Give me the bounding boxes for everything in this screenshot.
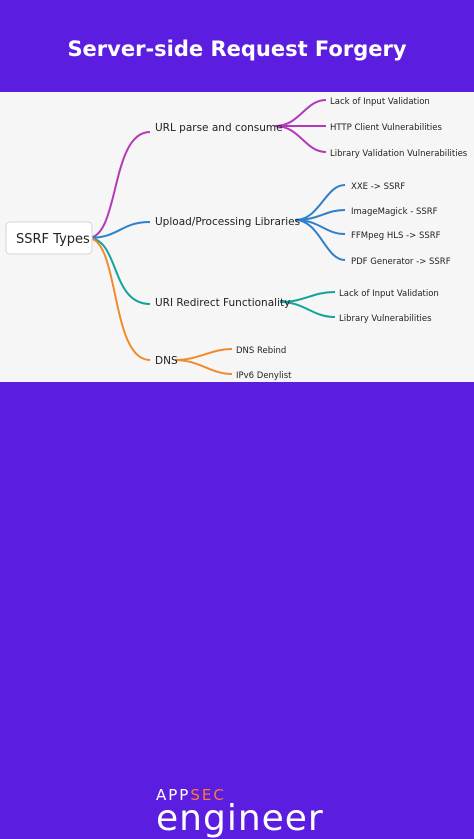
edge-dns-child-1 [174,348,233,361]
edge-url-child-1 [274,99,327,127]
header-banner: Server-side Request Forgery [0,0,474,92]
url-child-1: Lack of Input Validation [330,97,430,107]
branch-label-dns: DNS [155,355,178,367]
mindmap-canvas: SSRF Types URL parse and consume Upload/… [0,92,474,382]
edge-url-child-3 [274,125,327,153]
footer-banner: APPSEC engineer [0,382,474,839]
root-node [5,221,93,255]
url-child-3: Library Validation Vulnerabilities [330,149,468,159]
edge-root-dns [87,237,151,361]
upload-child-3: FFMpeg HLS -> SSRF [351,231,441,241]
upload-child-1: XXE -> SSRF [351,182,405,192]
url-child-2: HTTP Client Vulnerabilities [330,123,442,133]
branch-label-upload: Upload/Processing Libraries [155,216,300,228]
mindmap-diagram: SSRF Types URL parse and consume Upload/… [5,97,468,381]
edge-dns-child-2 [174,359,233,375]
page-title: Server-side Request Forgery [67,37,407,61]
upload-child-4: PDF Generator -> SSRF [351,257,451,267]
edge-upload-child-4 [294,219,346,261]
branch-label-redirect: URI Redirect Functionality [155,297,290,309]
redirect-child-2: Library Vulnerabilities [339,314,432,324]
edge-redirect-child-2 [279,301,336,318]
edge-root-upload [87,221,151,239]
edge-root-redirect [87,237,151,305]
upload-child-2: ImageMagick - SSRF [351,207,438,217]
brand-name: engineer [156,798,324,839]
root-label: SSRF Types [16,232,90,247]
edge-root-url [87,131,151,239]
dns-child-2: IPv6 Denylist [236,371,292,381]
redirect-child-1: Lack of Input Validation [339,289,439,299]
dns-child-1: DNS Rebind [236,346,286,356]
branch-label-url: URL parse and consume [155,122,283,134]
